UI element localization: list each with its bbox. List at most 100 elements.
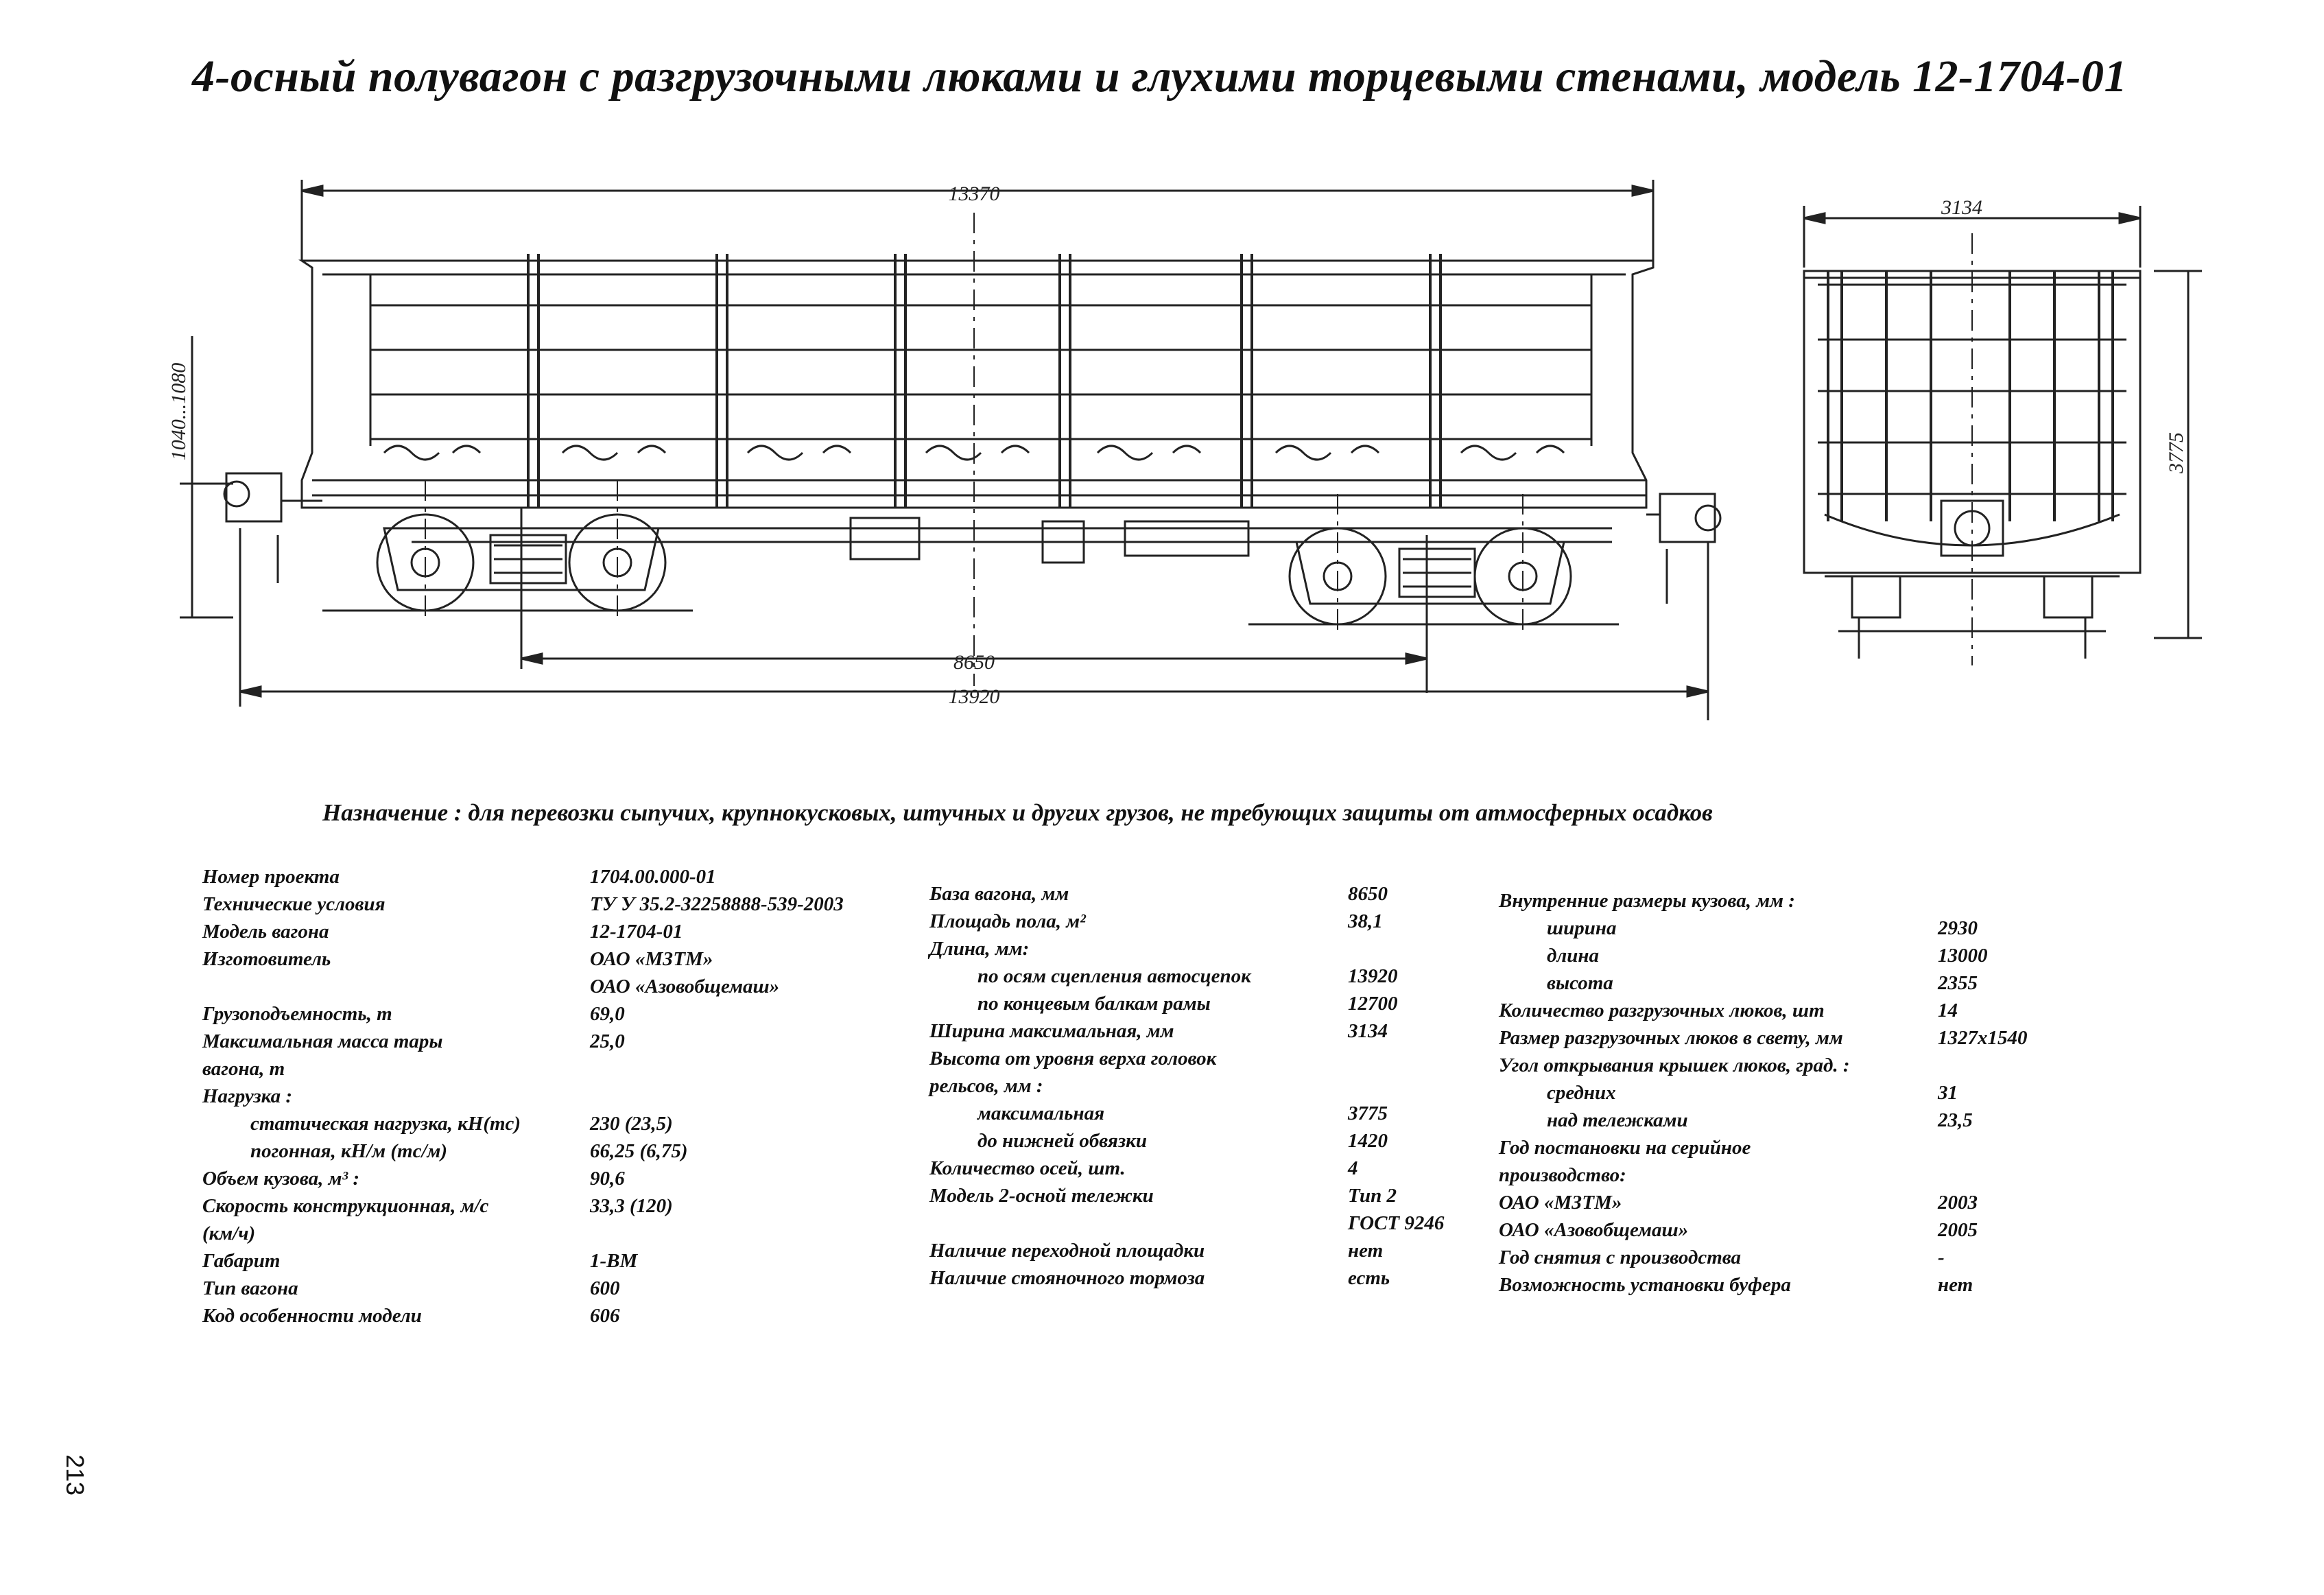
spec-value: 90,6 (590, 1168, 625, 1190)
spec-label: Номер проекта (202, 866, 340, 888)
page-title: 4-осный полувагон с разгрузочными люками… (192, 51, 2127, 102)
dim-height-side: 1040...1080 (167, 363, 190, 461)
spec-row: Код особенности модели 606 (202, 1302, 888, 1330)
spec-value: ОАО «МЗТМ» (590, 948, 713, 970)
spec-value: 31 (1938, 1082, 1958, 1104)
spec-row: вагона, т (202, 1055, 888, 1083)
spec-label: Год постановки на серийное (1499, 1137, 1751, 1159)
spec-label: по осям сцепления автосцепок (977, 965, 1251, 987)
spec-value: 230 (23,5) (590, 1113, 673, 1135)
spec-label: Высота от уровня верха головок (929, 1048, 1217, 1070)
spec-value: 12-1704-01 (590, 921, 683, 943)
spec-row: Грузоподъемность, т 69,0 (202, 1000, 888, 1028)
spec-row: по осям сцепления автосцепок 13920 (929, 962, 1478, 990)
dim-end-width: 3134 (1941, 196, 1982, 219)
dim-overall-body: 13370 (949, 182, 1000, 205)
spec-value: - (1938, 1247, 1945, 1268)
spec-value: 66,25 (6,75) (590, 1140, 688, 1162)
spec-label: Максимальная масса тары (202, 1030, 443, 1052)
spec-value: ТУ У 35.2-32258888-539-2003 (590, 893, 844, 915)
spec-label: средних (1547, 1082, 1616, 1104)
spec-row: Тип вагона 600 (202, 1275, 888, 1302)
spec-label: Площадь пола, м² (929, 910, 1086, 932)
spec-label: Тип вагона (202, 1277, 298, 1299)
spec-row: Максимальная масса тары 25,0 (202, 1028, 888, 1055)
spec-row: ОАО «Азовобщемаш» (202, 973, 888, 1000)
spec-value: 1327х1540 (1938, 1027, 2028, 1049)
spec-row: Длина, мм: (929, 935, 1478, 962)
dim-coupler-length: 13920 (949, 685, 1000, 708)
spec-value: 12700 (1348, 993, 1398, 1015)
spec-label: Угол открывания крышек люков, град. : (1499, 1054, 1850, 1076)
spec-row: Нагрузка : (202, 1083, 888, 1110)
spec-value: 1-ВМ (590, 1250, 638, 1272)
spec-row: погонная, кН/м (тс/м) 66,25 (6,75) (202, 1137, 888, 1165)
dim-end-height: 3775 (2165, 432, 2187, 474)
spec-label: Технические условия (202, 893, 386, 915)
end-view-drawing: 3134 3775 (1803, 196, 2202, 665)
spec-value: 600 (590, 1277, 620, 1299)
spec-label: Код особенности модели (202, 1305, 422, 1327)
spec-label: База вагона, мм (929, 883, 1069, 905)
spec-label: Модель 2-осной тележки (929, 1185, 1154, 1207)
spec-row: Номер проекта 1704.00.000-01 (202, 863, 888, 890)
spec-row: Количество осей, шт.4 (929, 1155, 1478, 1182)
spec-label: (км/ч) (202, 1222, 256, 1244)
spec-value: 13920 (1348, 965, 1398, 987)
spec-label: ОАО «Азовобщемаш» (1499, 1219, 1689, 1241)
spec-row: средних 31 (1499, 1079, 2185, 1107)
spec-label: Внутренние размеры кузова, мм : (1499, 890, 1795, 912)
spec-label: Объем кузова, м³ : (202, 1168, 360, 1190)
spec-value: 38,1 (1348, 910, 1383, 932)
spec-label: погонная, кН/м (тс/м) (250, 1140, 448, 1162)
spec-value: 33,3 (120) (590, 1195, 673, 1217)
spec-value: 2005 (1938, 1219, 1978, 1241)
spec-label: Год снятия с производства (1499, 1247, 1742, 1268)
spec-row: Год постановки на серийное (1499, 1134, 2185, 1161)
spec-row: статическая нагрузка, кН(тс) 230 (23,5) (202, 1110, 888, 1137)
spec-value: 1420 (1348, 1130, 1388, 1152)
spec-value: Тип 2 (1348, 1185, 1397, 1207)
spec-value: 25,0 (590, 1030, 625, 1052)
spec-label: высота (1547, 972, 1613, 994)
spec-label: по концевым балкам рамы (977, 993, 1211, 1015)
spec-row: (км/ч) (202, 1220, 888, 1247)
spec-value: нет (1938, 1274, 1973, 1296)
spec-label: Грузоподъемность, т (202, 1003, 392, 1025)
spec-label: Нагрузка : (202, 1085, 293, 1107)
spec-value: 23,5 (1938, 1109, 1973, 1131)
spec-value: 1704.00.000-01 (590, 866, 716, 888)
spec-value: есть (1348, 1267, 1390, 1289)
spec-label: статическая нагрузка, кН(тс) (250, 1113, 521, 1135)
spec-value: нет (1348, 1240, 1384, 1262)
spec-label: вагона, т (202, 1058, 285, 1080)
spec-value: 3134 (1348, 1020, 1388, 1042)
spec-label: Длина, мм: (929, 938, 1030, 960)
spec-value: 606 (590, 1305, 620, 1327)
spec-row: Год снятия с производства - (1499, 1244, 2185, 1271)
spec-value: 69,0 (590, 1003, 625, 1025)
spec-row: Угол открывания крышек люков, град. : (1499, 1052, 2185, 1079)
spec-row: над тележками 23,5 (1499, 1107, 2185, 1134)
spec-row: рельсов, мм : (929, 1072, 1478, 1100)
spec-label: рельсов, мм : (929, 1075, 1043, 1097)
spec-value: 2003 (1938, 1192, 1978, 1214)
spec-label: Изготовитель (202, 948, 331, 970)
spec-row: ОАО «Азовобщемаш» 2005 (1499, 1216, 2185, 1244)
spec-label: над тележками (1547, 1109, 1688, 1131)
spec-row: Технические условия ТУ У 35.2-32258888-53… (202, 890, 888, 918)
